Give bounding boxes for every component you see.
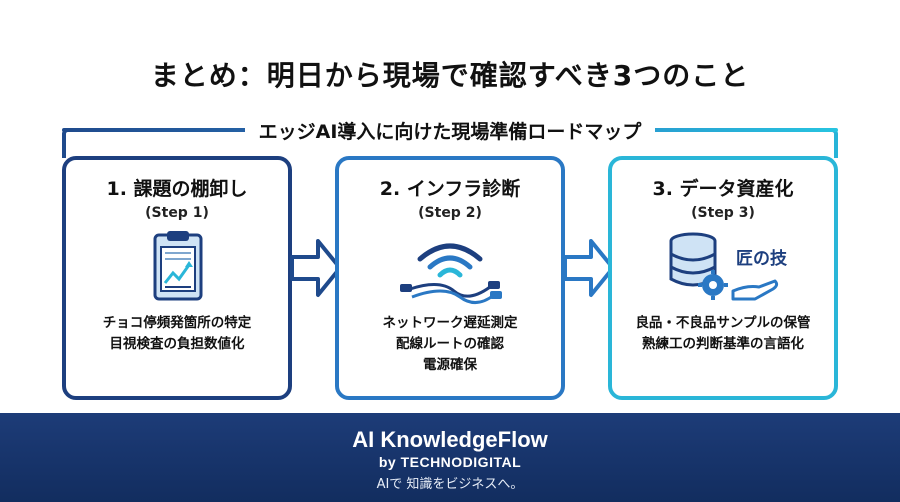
brand-byline: by TECHNODIGITAL [378,454,522,470]
step-description: ネットワーク遅延測定 配線ルートの確認 電源確保 [339,313,561,376]
step-description: チョコ停頻発箇所の特定 目視検査の負担数値化 [66,313,288,355]
roadmap-label: エッジAI導入に向けた現場準備ロードマップ [244,117,656,144]
step-desc-line: 目視検査の負担数値化 [109,336,245,352]
page-title: まとめ：明日から現場で確認すべき3つのこと [150,59,750,92]
arrow-right-icon [290,239,342,297]
step-desc-line: 電源確保 [423,357,477,373]
roadmap-subtitle: エッジAI導入に向けた現場準備ロードマップ [0,117,900,144]
database-gear-hand-icon [669,232,779,301]
step-number: (Step 2) [418,205,482,221]
step-desc-line: チョコ停頻発箇所の特定 [102,315,252,331]
step-desc-line: 熟練工の判断基準の言語化 [642,336,804,352]
step-card-2: 2. インフラ診断 (Step 2) ネットワーク遅延測定 配線ルートの確認 電… [335,156,565,400]
step-title: 1. 課題の棚卸し [106,178,248,200]
brand-name: AI KnowledgeFlow [352,427,548,452]
step-card-1: 1. 課題の棚卸し (Step 1) チョコ停頻発箇所の特定 目視検査の負担数値… [62,156,292,400]
arrow-right-icon [563,239,615,297]
step-title: 3. データ資産化 [652,178,794,200]
takumi-label: 匠の技 [736,249,787,269]
clipboard-chart-icon [153,231,203,301]
step-desc-line: 良品・不良品サンプルの保管 [635,315,811,331]
step-card-3: 3. データ資産化 (Step 3) 匠の技 良品・不良品サンプルの保管 熟練工… [608,156,838,400]
footer-banner: AI KnowledgeFlow by TECHNODIGITAL AIで 知識… [0,413,900,502]
step-number: (Step 1) [145,205,209,221]
step-description: 良品・不良品サンプルの保管 熟練工の判断基準の言語化 [612,313,834,355]
step-number: (Step 3) [691,205,755,221]
wifi-cable-icon [400,243,502,304]
step-title: 2. インフラ診断 [379,178,521,200]
step-desc-line: 配線ルートの確認 [396,336,504,352]
brand-tagline: AIで 知識をビジネスへ。 [376,477,524,492]
step-desc-line: ネットワーク遅延測定 [382,315,518,331]
